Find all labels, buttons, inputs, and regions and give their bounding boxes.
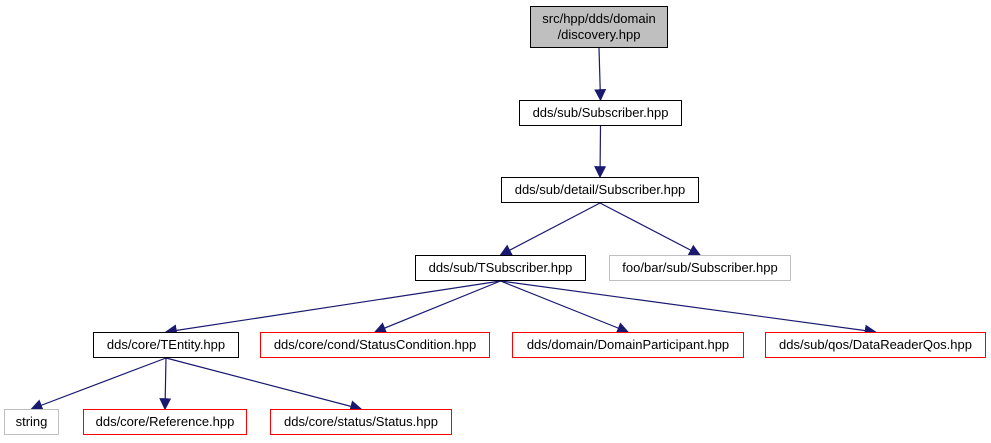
edge-core_tentity-to-string — [30, 357, 167, 411]
node-label: dds/core/TEntity.hpp — [106, 337, 226, 352]
node-label-line-2: /discovery.hpp — [557, 27, 641, 42]
edge-sub_detail_subscriber-to-sub_tsubscriber — [499, 202, 601, 256]
edge-sub_tsubscriber-to-domain_domainparticipant — [500, 280, 630, 334]
node-dds-core-reference[interactable]: dds/core/Reference.hpp — [83, 409, 247, 435]
node-dds-sub-subscriber[interactable]: dds/sub/Subscriber.hpp — [519, 100, 682, 126]
node-dds-core-status-status[interactable]: dds/core/status/Status.hpp — [270, 409, 452, 435]
node-dds-domain-domainparticipant[interactable]: dds/domain/DomainParticipant.hpp — [512, 332, 744, 358]
edge-core_tentity-to-core_status_status — [165, 357, 363, 413]
node-dds-sub-tsubscriber[interactable]: dds/sub/TSubscriber.hpp — [415, 255, 586, 281]
node-label: dds/core/Reference.hpp — [95, 414, 235, 429]
node-label: string — [15, 414, 48, 429]
node-string[interactable]: string — [4, 409, 59, 435]
edge-sub_tsubscriber-to-core_cond_statuscondition — [373, 280, 501, 334]
edge-sub_tsubscriber-to-sub_qos_datareaderqos — [500, 280, 877, 337]
node-label: foo/bar/sub/Subscriber.hpp — [622, 260, 778, 275]
node-label: dds/core/status/Status.hpp — [284, 414, 438, 429]
node-dds-core-tentity[interactable]: dds/core/TEntity.hpp — [93, 332, 239, 358]
node-label: dds/domain/DomainParticipant.hpp — [526, 337, 730, 352]
node-label: dds/sub/qos/DataReaderQos.hpp — [779, 337, 972, 352]
node-foo-bar-sub-subscriber[interactable]: foo/bar/sub/Subscriber.hpp — [609, 255, 791, 281]
edge-sub_subscriber-to-sub_detail_subscriber — [594, 125, 607, 179]
node-src-hpp-dds-domain-discovery[interactable]: src/hpp/dds/domain /discovery.hpp — [530, 6, 668, 48]
node-label: dds/sub/TSubscriber.hpp — [428, 260, 573, 275]
node-label: dds/sub/detail/Subscriber.hpp — [514, 182, 686, 197]
edge-sub_tsubscriber-to-core_tentity — [164, 280, 501, 337]
edge-root-to-sub_subscriber — [594, 47, 607, 102]
edge-core_tentity-to-core_reference — [159, 357, 172, 411]
edge-sub_detail_subscriber-to-foo_bar_subscriber — [599, 202, 702, 256]
node-dds-core-cond-statuscondition[interactable]: dds/core/cond/StatusCondition.hpp — [260, 332, 490, 358]
node-label: dds/sub/Subscriber.hpp — [532, 105, 669, 120]
node-label-line-1: src/hpp/dds/domain — [542, 11, 656, 26]
node-dds-sub-qos-datareaderqos[interactable]: dds/sub/qos/DataReaderQos.hpp — [765, 332, 986, 358]
node-label: dds/core/cond/StatusCondition.hpp — [273, 337, 477, 352]
node-dds-sub-detail-subscriber[interactable]: dds/sub/detail/Subscriber.hpp — [501, 177, 699, 203]
